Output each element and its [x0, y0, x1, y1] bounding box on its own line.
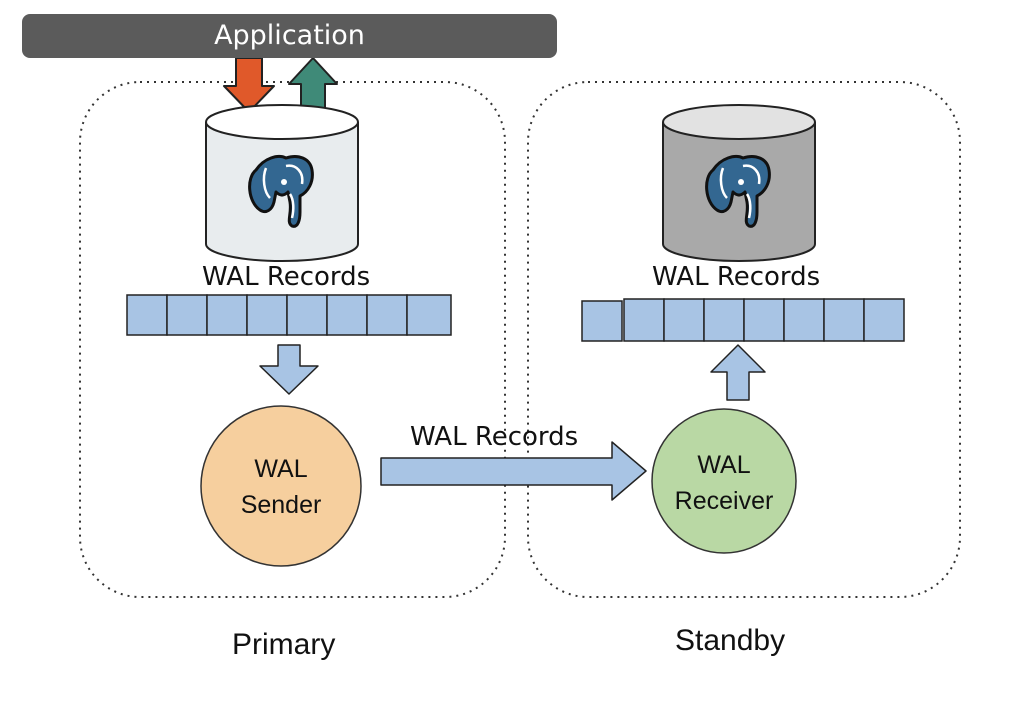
wal-cell	[823, 298, 865, 342]
wal-cell	[663, 298, 705, 342]
wal-receiver-label-line1: WAL	[697, 451, 751, 479]
standby-zone	[527, 81, 961, 598]
wal-cell	[326, 294, 368, 336]
wal-cell	[863, 298, 905, 342]
standby-database-icon	[662, 104, 816, 262]
wal-cell	[246, 294, 288, 336]
wal-receiver-label-line2: Receiver	[674, 487, 774, 515]
down-arrow-icon	[259, 344, 319, 395]
primary-wal-records-label: WAL Records	[202, 262, 371, 292]
write-arrow-icon	[223, 57, 275, 113]
wal-cell	[366, 294, 408, 336]
wal-cell	[623, 298, 665, 342]
wal-cell	[703, 298, 745, 342]
standby-zone-label: Standby	[675, 624, 786, 657]
application-label: Application	[214, 20, 365, 51]
read-arrow-icon	[288, 57, 338, 113]
wal-cell	[783, 298, 825, 342]
wal-cell	[126, 294, 168, 336]
wal-cell	[166, 294, 208, 336]
wal-cell	[581, 300, 623, 342]
wal-cell	[743, 298, 785, 342]
primary-wal-buffer	[126, 294, 452, 336]
wal-sender-label-line1: WAL	[254, 455, 308, 483]
standby-wal-records-label: WAL Records	[652, 262, 821, 292]
right-arrow-icon	[380, 441, 647, 501]
wal-receiver-node	[651, 408, 797, 554]
primary-zone	[79, 81, 506, 598]
wal-sender-node	[200, 405, 362, 567]
stream-wal-records-label: WAL Records	[410, 422, 579, 452]
primary-zone-label: Primary	[232, 628, 336, 661]
wal-cell	[206, 294, 248, 336]
up-arrow-icon	[710, 344, 766, 401]
application-bar	[22, 14, 557, 58]
wal-cell	[286, 294, 328, 336]
standby-wal-buffer	[581, 298, 905, 342]
wal-sender-label-line2: Sender	[240, 491, 322, 519]
primary-database-icon	[205, 104, 359, 262]
wal-cell	[406, 294, 452, 336]
